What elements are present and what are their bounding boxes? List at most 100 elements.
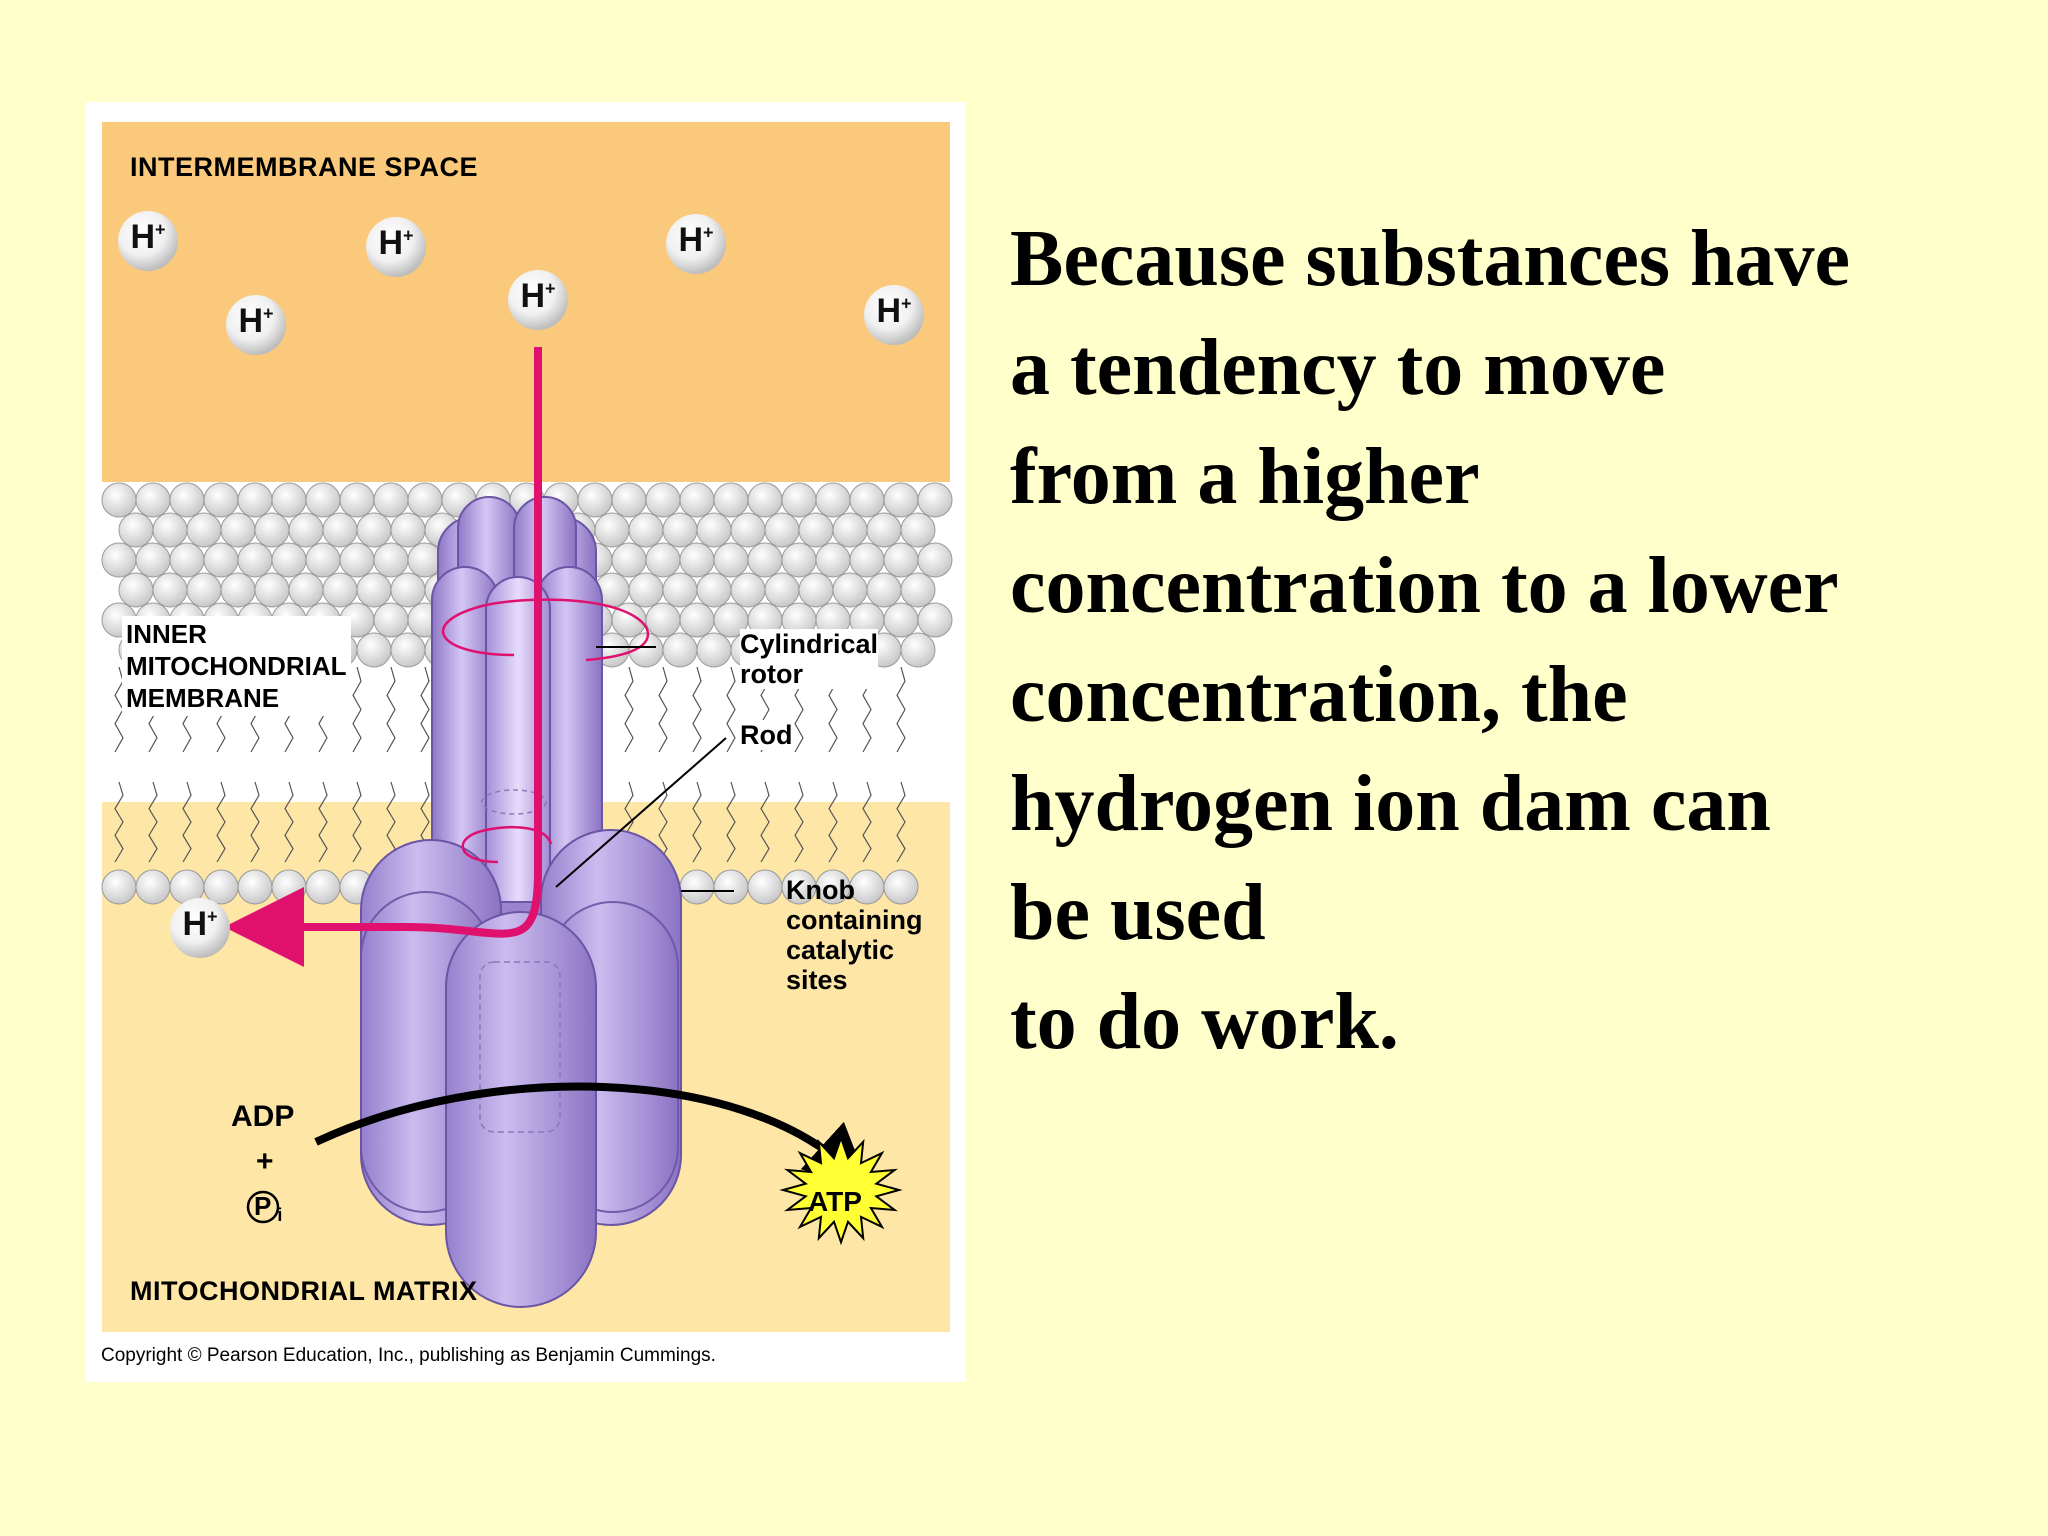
phospholipid-head [628, 572, 664, 608]
phospholipid-head [645, 482, 681, 518]
hydrogen-ion [226, 295, 286, 355]
hydrogen-ion [170, 898, 230, 958]
phospholipid-head [917, 482, 953, 518]
phospholipid-head [407, 482, 443, 518]
phospholipid-head [747, 542, 783, 578]
phospholipid-head [611, 542, 647, 578]
phospholipid-tail [794, 781, 804, 863]
hydrogen-ion-label: H+ [520, 277, 556, 315]
phospholipid-head [679, 542, 715, 578]
phospholipid-head [101, 869, 137, 905]
phospholipid-head [220, 572, 256, 608]
phospholipid-head [373, 482, 409, 518]
phospholipid-head [883, 482, 919, 518]
phospholipid-head [373, 602, 409, 638]
phospholipid-head [407, 542, 443, 578]
phospholipid-head [849, 482, 885, 518]
rod-label: Rod [740, 720, 793, 750]
phospholipid-head [730, 512, 766, 548]
phospholipid-tail [114, 781, 124, 863]
phospholipid-tail [182, 781, 192, 863]
phospholipid-head [747, 482, 783, 518]
phospholipid-head [135, 482, 171, 518]
phospholipid-head [356, 632, 392, 668]
phospholipid-head [713, 482, 749, 518]
phospholipid-head [186, 512, 222, 548]
phospholipid-tail [862, 781, 872, 863]
phospholipid-head [237, 542, 273, 578]
phospholipid-head [594, 512, 630, 548]
phospholipid-head [696, 632, 732, 668]
phospholipid-head [203, 482, 239, 518]
proton-flow-arrow [224, 347, 542, 967]
phospholipid-head [662, 572, 698, 608]
cylindrical-rotor-label: Cylindrical rotor [740, 629, 879, 689]
phospholipid-head [611, 482, 647, 518]
phospholipid-tail [352, 781, 362, 863]
slide-body-text: Because substances have a tendency to mo… [1010, 205, 2020, 1077]
phospholipid-tail [896, 781, 906, 863]
phospholipid-tail [692, 666, 702, 753]
hydrogen-ion [366, 217, 426, 277]
phospholipid-head [917, 602, 953, 638]
phospholipid-head [254, 512, 290, 548]
body-line: Because substances have [1010, 215, 1851, 303]
body-line: from a higher [1010, 433, 1480, 521]
phospholipid-tail [624, 666, 634, 753]
atp-label: ATP [808, 1186, 862, 1217]
phospholipid-head [271, 482, 307, 518]
atp-synthase-figure: H+ H+ H+ H+ H+ H+ H+ INTERMEMBRANE SPACE… [86, 102, 966, 1382]
phospholipid-head [883, 542, 919, 578]
phospholipid-tail [318, 781, 328, 863]
phospholipid-head [883, 869, 919, 905]
hydrogen-ion [666, 214, 726, 274]
phospholipid-tail [386, 666, 396, 753]
hydrogen-ion [118, 211, 178, 271]
phospholipid-head [390, 512, 426, 548]
phospholipid-head [203, 869, 239, 905]
phospholipid-head [832, 572, 868, 608]
phospholipid-head [135, 542, 171, 578]
phospholipid-tail [896, 666, 906, 753]
phospholipid-tail [726, 781, 736, 863]
hydrogen-ions [118, 211, 924, 958]
body-line: concentration to a lower [1010, 542, 1839, 630]
phospholipid-head [679, 602, 715, 638]
phospholipid-head [900, 572, 936, 608]
phospholipid-head [798, 572, 834, 608]
phospholipid-head [764, 512, 800, 548]
atp-synthase-diagram [101, 122, 953, 1332]
body-line: a tendency to move [1010, 324, 1666, 412]
hydrogen-ion [508, 270, 568, 330]
phospholipid-head [730, 572, 766, 608]
phospholipid-head [322, 512, 358, 548]
atp-starburst [779, 1134, 903, 1246]
phospholipid-head [662, 512, 698, 548]
phospholipid-tail [216, 781, 226, 863]
hydrogen-ion [864, 285, 924, 345]
hydrogen-ion-label: H+ [182, 905, 218, 943]
hydrogen-ion-label: H+ [678, 221, 714, 259]
phospholipid-tail [352, 666, 362, 753]
inner-membrane-label: INNER MITOCHONDRIAL MEMBRANE [122, 616, 351, 716]
hydrogen-ion-label: H+ [876, 292, 912, 330]
body-line: to do work. [1010, 978, 1399, 1066]
phospholipid-head [815, 542, 851, 578]
phospholipid-tail [420, 666, 430, 753]
phospholipid-head [118, 512, 154, 548]
catalytic-knob [360, 829, 682, 1308]
phospholipid-head [135, 869, 171, 905]
phospholipid-tail [828, 781, 838, 863]
body-line: be used [1010, 869, 1266, 957]
phospholipid-head [815, 482, 851, 518]
phospholipid-head [322, 572, 358, 608]
phospholipid-head [866, 512, 902, 548]
phospholipid-head [390, 632, 426, 668]
phospholipid-head [645, 602, 681, 638]
phospholipid-head [288, 512, 324, 548]
phospholipid-head [101, 542, 137, 578]
phospholipid-head [101, 482, 137, 518]
phospholipid-head [203, 542, 239, 578]
